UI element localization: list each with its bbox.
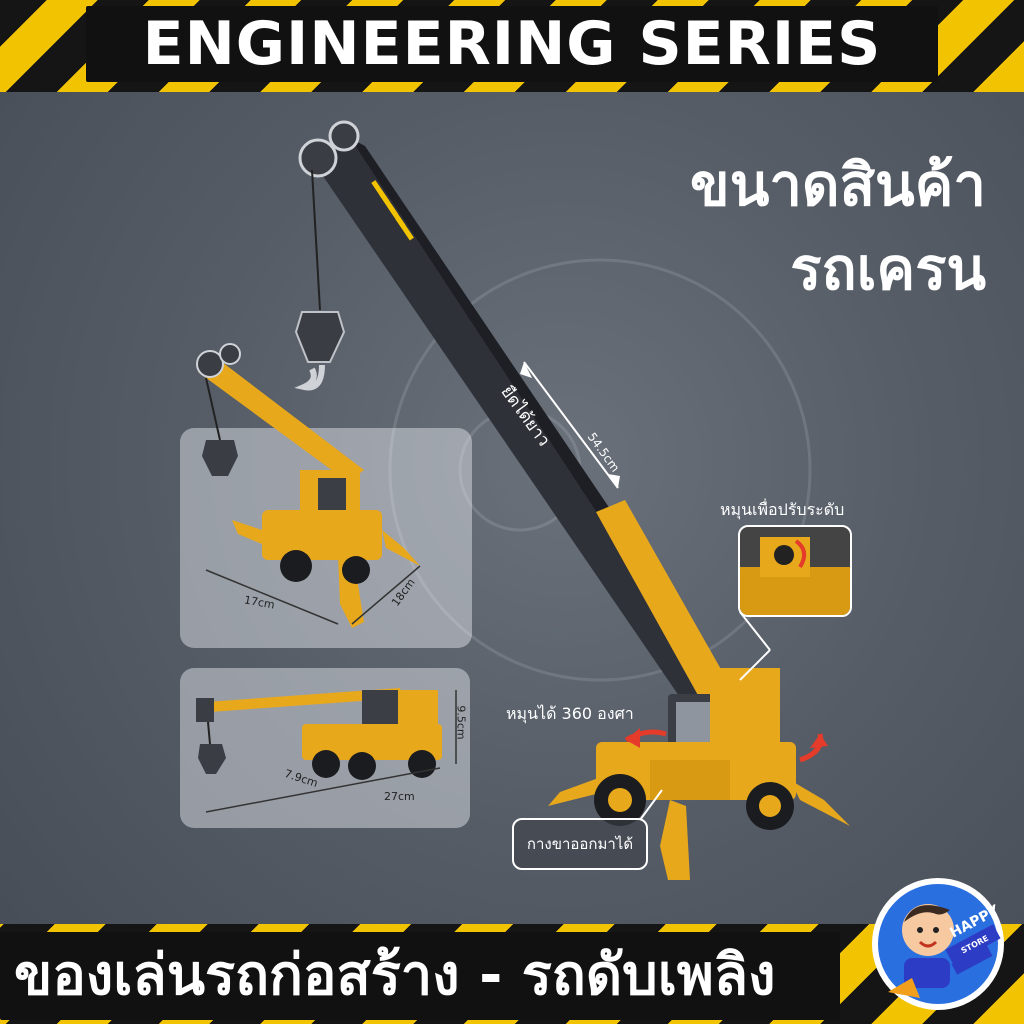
crane-side-view — [196, 688, 457, 813]
footer-box: ของเล่นรถก่อสร้าง - รถดับเพลิง — [0, 932, 840, 1020]
extend-arrow — [520, 361, 620, 489]
footer-band: ของเล่นรถก่อสร้าง - รถดับเพลิง — [0, 924, 1024, 1024]
dim-side-length: 27cm — [384, 790, 415, 803]
footer-text: ของเล่นรถก่อสร้าง - รถดับเพลิง — [14, 943, 776, 1008]
adjust-knob-inset — [738, 525, 852, 617]
main-crane — [294, 120, 850, 880]
legs-out-label: กางขาออกมาได้ — [512, 818, 648, 870]
happy-store-logo: HAPPY STORE — [868, 874, 1008, 1014]
rotate-360-label: หมุนได้ 360 องศา — [506, 704, 634, 723]
rotate-adjust-label: หมุนเพื่อปรับระดับ — [720, 500, 845, 519]
headline-size: ขนาดสินค้า — [690, 151, 986, 219]
crane-top-view — [196, 343, 421, 628]
header-band: ENGINEERING SERIES — [0, 0, 1024, 92]
dim-side-height: 9.5cm — [454, 705, 468, 740]
headline-product: รถเครน — [790, 235, 986, 303]
header-title: ENGINEERING SERIES — [142, 9, 882, 79]
header-box: ENGINEERING SERIES — [86, 6, 938, 82]
